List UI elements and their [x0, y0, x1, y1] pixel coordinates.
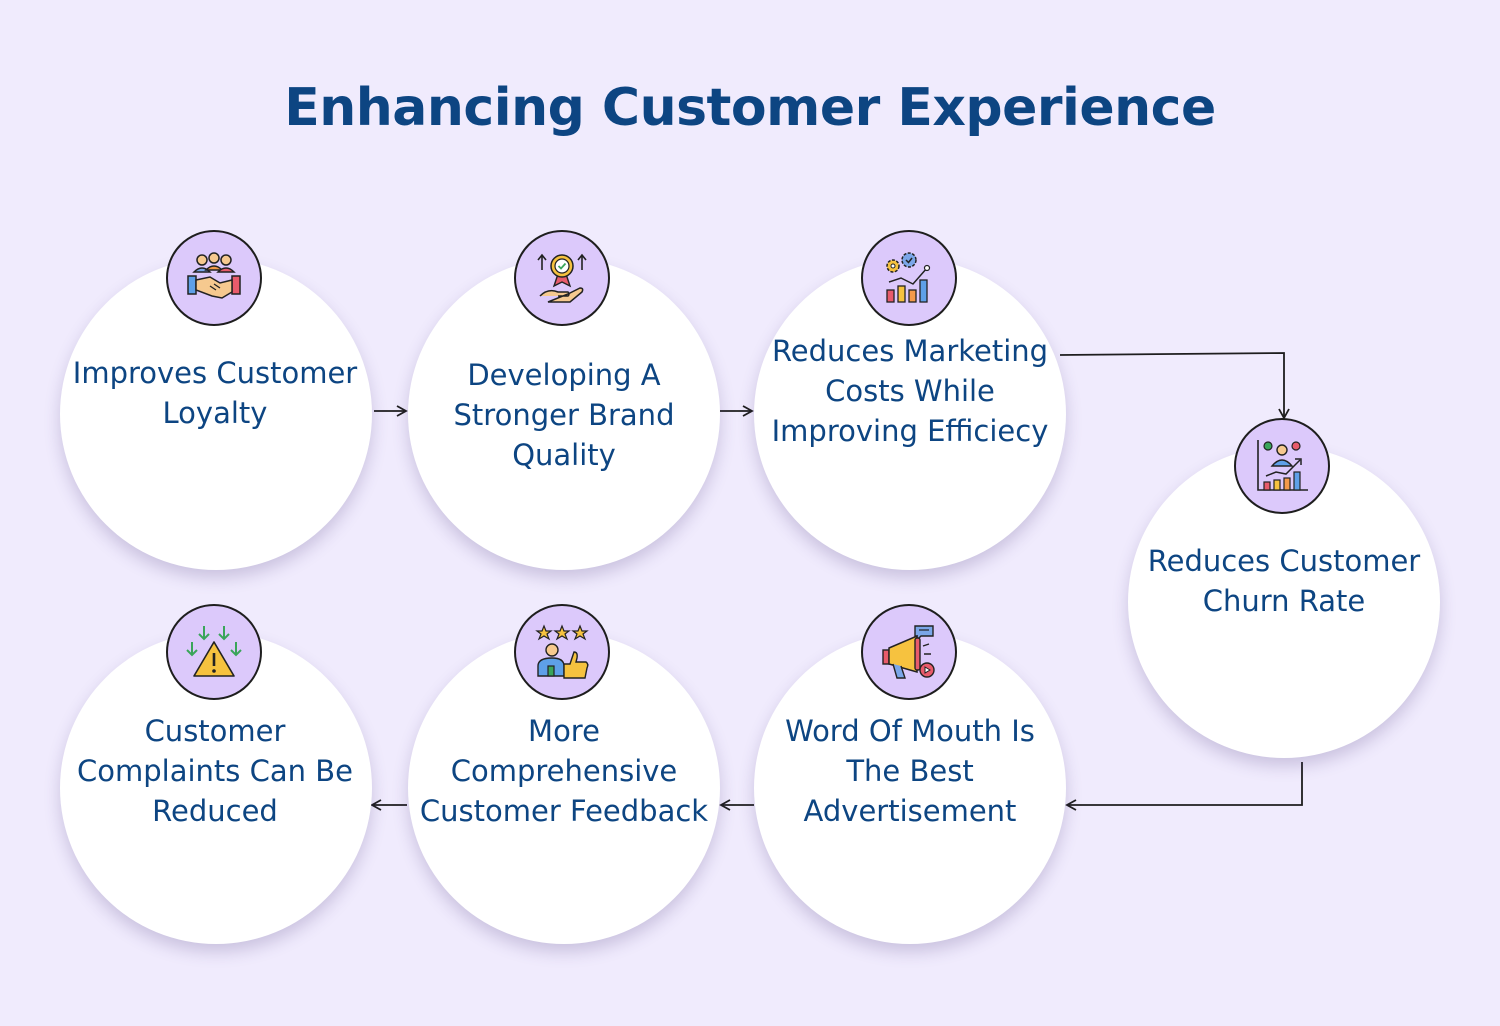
- thumbs-up-rating-icon: [514, 604, 610, 700]
- step-label-word-of-mouth: Word Of Mouth Is The Best Advertisement: [785, 714, 1035, 828]
- page-title: Enhancing Customer Experience: [284, 78, 1216, 138]
- handshake-icon: [166, 230, 262, 326]
- step-label-loyalty: Improves Customer Loyalty: [72, 356, 358, 430]
- arrow-churn-to-word-of-mouth: [1065, 762, 1303, 811]
- arrow-marketing-to-churn: [1059, 352, 1290, 420]
- step-label-complaints: Customer Complaints Can Be Reduced: [77, 714, 353, 828]
- warning-arrows-icon: [166, 604, 262, 700]
- step-label-brand-quality: Developing A Stronger Brand Quality: [453, 358, 675, 472]
- step-label-churn-rate: Reduces Customer Churn Rate: [1147, 544, 1421, 618]
- gears-chart-icon: [861, 230, 957, 326]
- step-label-feedback: More Comprehensive Customer Feedback: [419, 714, 709, 828]
- quality-badge-icon: [514, 230, 610, 326]
- growth-chart-icon: [1234, 418, 1330, 514]
- megaphone-icon: [861, 604, 957, 700]
- step-label-marketing-costs: Reduces Marketing Costs While Improving …: [771, 334, 1049, 448]
